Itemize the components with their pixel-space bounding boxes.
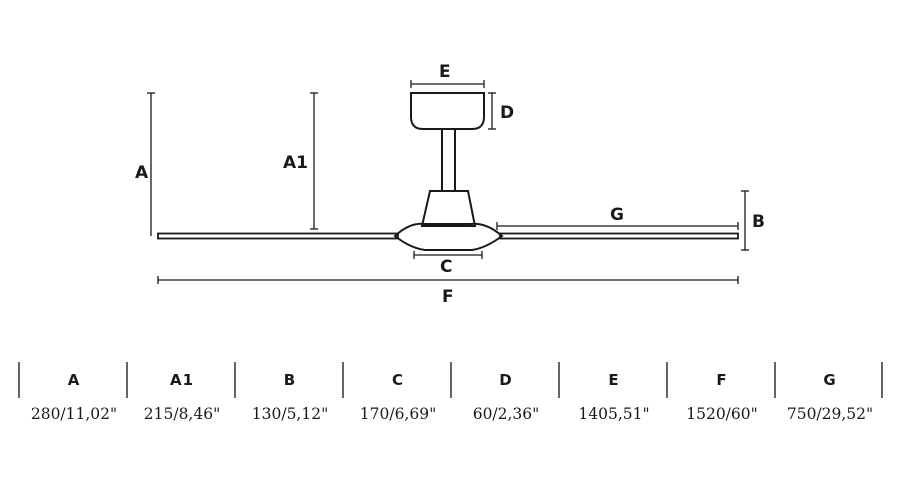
table-divider <box>558 362 560 398</box>
column-value: 1520/60" <box>686 405 758 423</box>
fan-blade-right <box>499 232 739 240</box>
motor-housing <box>420 190 477 227</box>
label-b: B <box>752 212 765 232</box>
fan-dimension-diagram: A A1 E D G B C F <box>135 62 765 307</box>
table-column-f: F 1520/60" <box>668 360 776 434</box>
label-a1: A1 <box>283 153 308 173</box>
table-column-c: C 170/6,69" <box>344 360 452 434</box>
column-value: 170/6,69" <box>359 405 437 423</box>
ceiling-canopy <box>410 92 485 130</box>
column-header: E <box>608 371 620 389</box>
column-value: 215/8,46" <box>143 405 221 423</box>
column-value: 750/29,52" <box>786 405 874 423</box>
table-divider <box>126 362 128 398</box>
column-header: A1 <box>169 371 195 389</box>
label-d: D <box>500 103 514 123</box>
column-value: 1405,51" <box>578 405 650 423</box>
column-value: 60/2,36" <box>472 405 540 423</box>
column-header: A <box>67 371 81 389</box>
column-header: D <box>499 371 513 389</box>
dimension-table: A 280/11,02" A1 215/8,46" B 130/5,12" C … <box>0 360 900 440</box>
table-column-b: B 130/5,12" <box>236 360 344 434</box>
fan-blade-left <box>157 232 399 240</box>
column-header: G <box>823 371 837 389</box>
fan-hub <box>393 222 504 251</box>
table-divider <box>666 362 668 398</box>
label-g: G <box>610 205 624 225</box>
table-column-g: G 750/29,52" <box>776 360 884 434</box>
column-header: F <box>716 371 728 389</box>
table-column-e: E 1405,51" <box>560 360 668 434</box>
table-divider <box>774 362 776 398</box>
table-column-a: A 280/11,02" <box>20 360 128 434</box>
column-header: B <box>283 371 297 389</box>
label-a: A <box>135 163 149 183</box>
table-column-a1: A1 215/8,46" <box>128 360 236 434</box>
label-f: F <box>442 287 454 307</box>
downrod <box>441 128 456 192</box>
table-divider <box>450 362 452 398</box>
column-header: C <box>391 371 404 389</box>
column-value: 130/5,12" <box>251 405 329 423</box>
column-value: 280/11,02" <box>30 405 118 423</box>
label-c: C <box>440 257 452 277</box>
table-divider <box>234 362 236 398</box>
table-divider <box>18 362 20 398</box>
table-divider <box>342 362 344 398</box>
table-column-d: D 60/2,36" <box>452 360 560 434</box>
table-divider <box>881 362 883 398</box>
label-e: E <box>439 62 451 82</box>
